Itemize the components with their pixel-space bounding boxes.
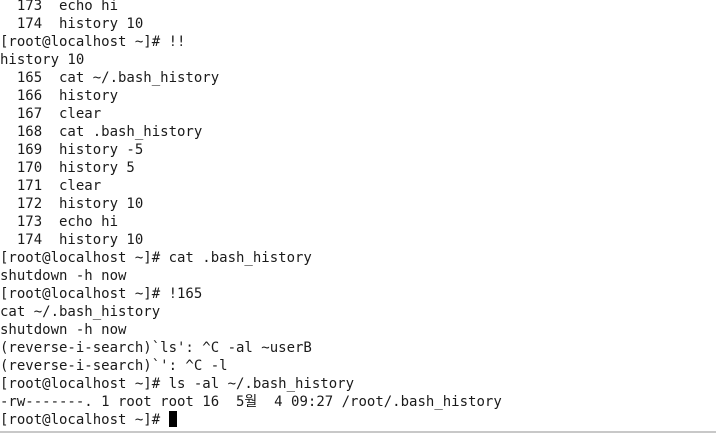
- command-line: [root@localhost ~]# ls -al ~/.bash_histo…: [0, 376, 355, 392]
- output-line: 167 clear: [0, 106, 102, 122]
- text-cursor: [168, 411, 177, 427]
- output-line: history 10: [0, 52, 85, 68]
- window-bottom-border: [0, 431, 716, 433]
- output-line: 173 echo hi: [0, 0, 119, 14]
- output-line: 166 history: [0, 88, 119, 104]
- reverse-search-line: (reverse-i-search)`': ^C -l: [0, 358, 228, 374]
- prompt-line[interactable]: [root@localhost ~]#: [0, 411, 716, 429]
- output-line: 173 echo hi: [0, 214, 119, 230]
- output-line: 170 history 5: [0, 160, 135, 176]
- command-line: [root@localhost ~]# cat .bash_history: [0, 250, 312, 266]
- output-line: 165 cat ~/.bash_history: [0, 70, 220, 86]
- reverse-search-line: (reverse-i-search)`ls': ^C -al ~userB: [0, 340, 312, 356]
- command-line: [root@localhost ~]# !!: [0, 34, 186, 50]
- output-line: shutdown -h now: [0, 322, 127, 338]
- output-line: 171 clear: [0, 178, 102, 194]
- command-line: [root@localhost ~]# !165: [0, 286, 203, 302]
- output-line: 174 history 10: [0, 16, 144, 32]
- output-line: -rw-------. 1 root root 16 5월 4 09:27 /r…: [0, 394, 502, 410]
- shell-prompt: [root@localhost ~]#: [0, 412, 169, 428]
- output-line: 169 history -5: [0, 142, 144, 158]
- output-line: 168 cat .bash_history: [0, 124, 203, 140]
- output-line: 172 history 10: [0, 196, 144, 212]
- output-line: 174 history 10: [0, 232, 144, 248]
- output-line: cat ~/.bash_history: [0, 304, 161, 320]
- output-line: shutdown -h now: [0, 268, 127, 284]
